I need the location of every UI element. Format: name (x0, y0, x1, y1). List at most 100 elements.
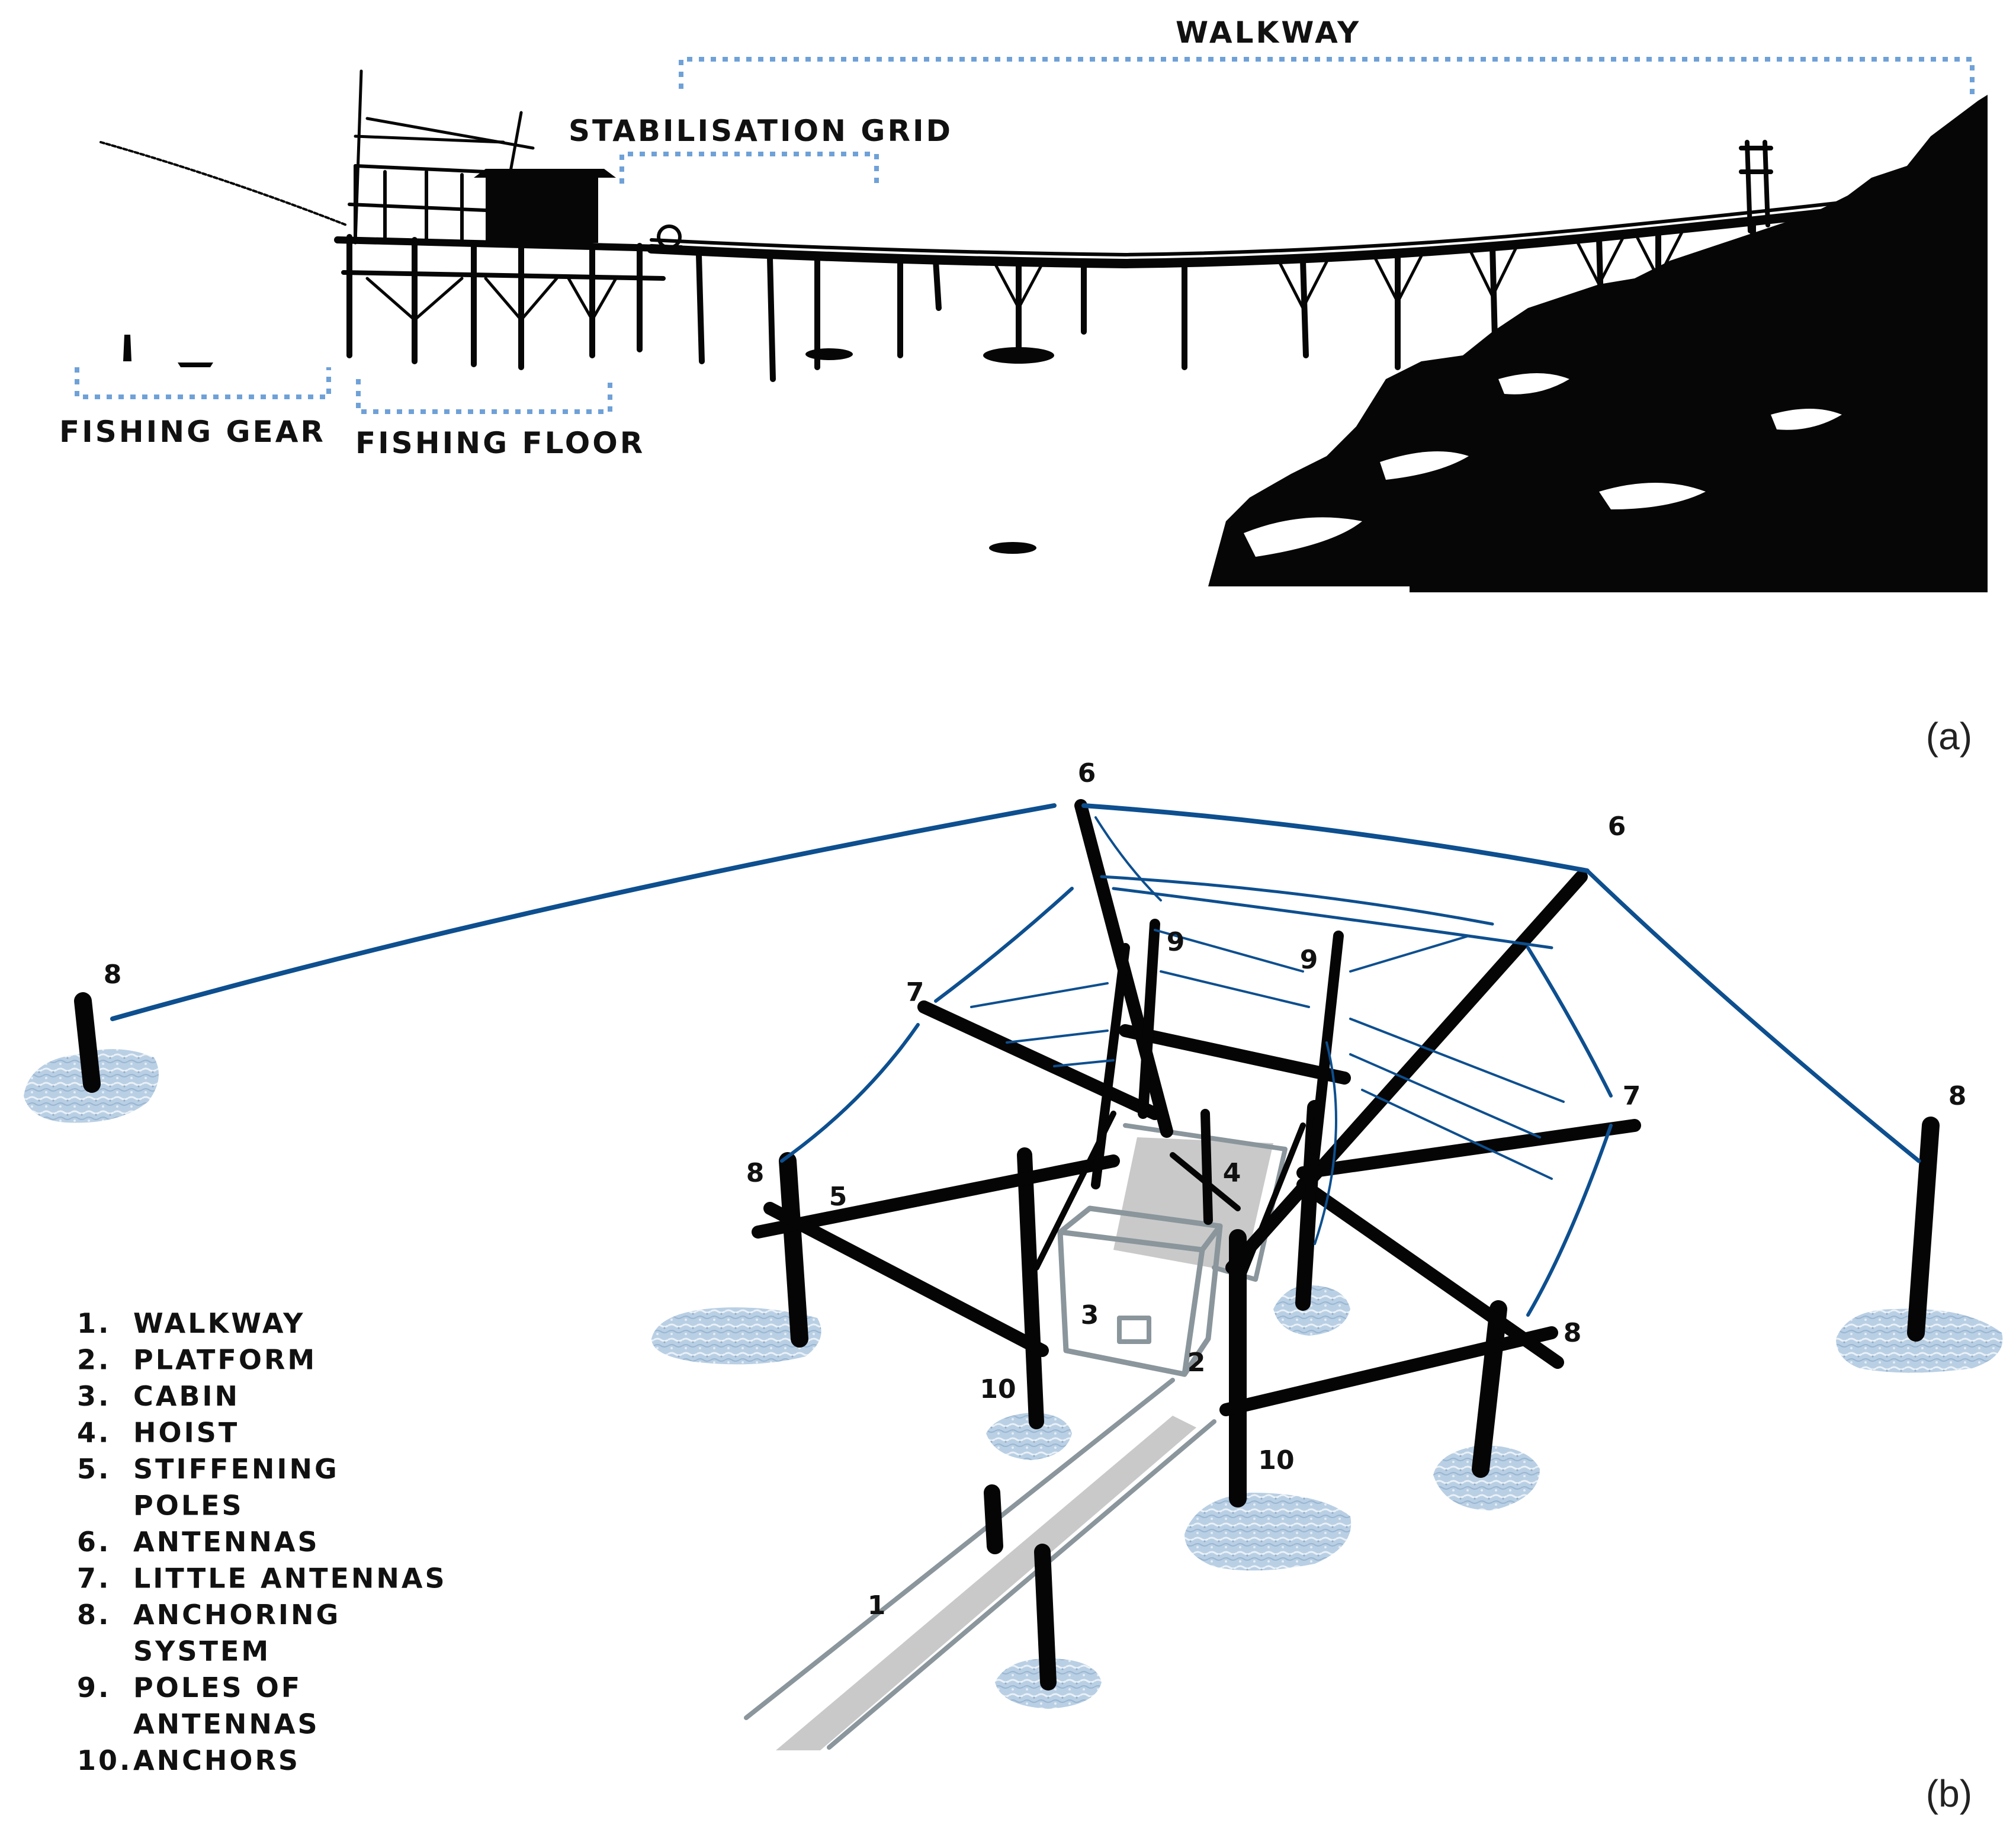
antenna-pole-right (1304, 931, 1344, 1214)
pole-walkway-upper (984, 1484, 1003, 1554)
marker-cabin: 3 (1081, 1300, 1099, 1330)
beam-left-top (752, 1154, 1120, 1239)
label-fishing-gear: FISHING GEAR (59, 415, 326, 449)
legend-text: POLES OF (133, 1672, 302, 1704)
water-splashes (24, 1049, 2003, 1709)
marker-anchor-ten-left: 10 (980, 1374, 1016, 1404)
water-splash-right (1433, 1445, 1540, 1510)
buoy-silhouette (123, 335, 131, 361)
cabin-window (1117, 1316, 1151, 1344)
walkway-edge-right (827, 1419, 1216, 1750)
legend-number: 8. (77, 1599, 111, 1631)
rope-main-right (1585, 868, 1921, 1163)
water-splash-center (1273, 1285, 1350, 1336)
antenna-right (1225, 870, 1588, 1274)
legend-number: 1. (77, 1307, 111, 1339)
label-walkway: WALKWAY (1176, 15, 1361, 50)
marker-walkway: 1 (868, 1590, 886, 1621)
legend-text: ANCHORING (133, 1599, 341, 1631)
legend: 1. WALKWAY 2. PLATFORM 3. CABIN 4. HOIST 5. STIFF… (77, 1307, 447, 1776)
walkway-fill (776, 1416, 1196, 1750)
pole-center-left (1017, 1147, 1044, 1429)
beam-back-right (1296, 1119, 1641, 1179)
panel-a-photo: WALKWAY STABILISATION GRID FISHING GEAR … (59, 15, 1988, 592)
water-splash-left (651, 1307, 821, 1365)
marker-antenna-right: 6 (1608, 811, 1626, 842)
rope-little-left (780, 1023, 920, 1163)
panel-a-tag: (a) (1926, 715, 1972, 758)
rock-small-2 (805, 348, 853, 360)
legend-text: LITTLE ANTENNAS (133, 1563, 447, 1595)
marker-antenna-pole-left: 9 (1167, 927, 1185, 957)
anchor-pole-far-right (1907, 1117, 1940, 1342)
legend-number: 7. (77, 1563, 111, 1595)
marker-anchor-left: 8 (746, 1158, 765, 1188)
beam-right-bottom (1219, 1326, 1558, 1416)
rigging-ropes (110, 803, 1921, 1317)
pole-right (1472, 1300, 1507, 1478)
marker-anchor-right: 8 (1564, 1318, 1582, 1348)
legend-text: HOIST (133, 1417, 239, 1449)
beam-right-diagonal (1296, 1178, 1564, 1369)
marker-little-antenna-right: 7 (1623, 1081, 1641, 1111)
legend-number: 4. (77, 1417, 111, 1449)
legend-number: 9. (77, 1672, 111, 1704)
fishing-gear-line (99, 141, 348, 226)
label-fishing-floor: FISHING FLOOR (355, 426, 645, 460)
hoist-arm (1170, 1152, 1241, 1211)
legend-text: ANTENNAS (133, 1708, 320, 1740)
legend-number: 2. (77, 1344, 111, 1376)
legend-number: 10. (77, 1744, 133, 1776)
legend-text: SYSTEM (133, 1635, 271, 1667)
bracket-fishing-gear (75, 367, 331, 399)
legend-text: ANTENNAS (133, 1526, 320, 1558)
beam-back-left (917, 1000, 1161, 1120)
rope-little-left-up (934, 887, 1074, 1003)
legend-text: PLATFORM (133, 1344, 317, 1376)
rope-main-top (1081, 803, 1590, 873)
lookout-post (1739, 140, 1773, 233)
beam-back-cross (1119, 1024, 1351, 1085)
rock-highlights (1244, 373, 1842, 557)
legend-text: STIFFENING (133, 1453, 339, 1485)
rock-small-3 (989, 542, 1036, 554)
water-splash-bottom-center (1184, 1493, 1352, 1571)
marker-stiffening: 5 (829, 1182, 848, 1212)
marker-antenna-left: 6 (1078, 758, 1096, 788)
legend-text: WALKWAY (133, 1307, 305, 1339)
marker-anchor-ten-right: 10 (1258, 1445, 1294, 1475)
walkway-braces (993, 230, 1684, 312)
pole-walkway-lower (1034, 1544, 1057, 1691)
marker-hoist: 4 (1223, 1158, 1241, 1188)
rope-little-right (1526, 1124, 1613, 1317)
diagram-markers: 6 6 8 8 8 8 7 7 9 9 5 4 3 2 1 10 10 (104, 758, 1967, 1621)
antenna-pole-left (1138, 919, 1160, 1119)
panel-b-tag: (b) (1926, 1772, 1972, 1815)
antenna-pole-mid (1091, 943, 1130, 1189)
bracket-fishing-floor (356, 379, 612, 414)
structural-poles (74, 799, 1940, 1691)
walkway-edge-left (744, 1378, 1175, 1720)
panel-b-diagram: 6 6 8 8 8 8 7 7 9 9 5 4 3 2 1 10 10 1. WA… (24, 758, 2003, 1776)
marker-platform: 2 (1187, 1348, 1206, 1378)
cabin-silhouette (486, 178, 598, 243)
legend-number: 3. (77, 1380, 111, 1412)
water-splash-center-left (986, 1413, 1072, 1460)
anchor-pole-left (779, 1152, 808, 1348)
legend-text: CABIN (133, 1380, 240, 1412)
hoist-pole (1200, 1109, 1213, 1225)
legend-text: ANCHORS (133, 1744, 300, 1776)
label-stabilisation-grid: STABILISATION GRID (569, 114, 953, 148)
bracket-walkway (679, 57, 1975, 95)
legend-number: 6. (77, 1526, 111, 1558)
marker-antenna-pole-right: 9 (1300, 945, 1318, 975)
rope-little-right-up (1526, 946, 1613, 1098)
beam-left-diagonal (763, 1202, 1049, 1357)
rope-main-left (110, 803, 1057, 1021)
fishing-floor-structure (334, 69, 685, 370)
walkway-piles (696, 210, 1839, 382)
legend-number: 5. (77, 1453, 111, 1485)
rock-lower (1410, 509, 1988, 592)
